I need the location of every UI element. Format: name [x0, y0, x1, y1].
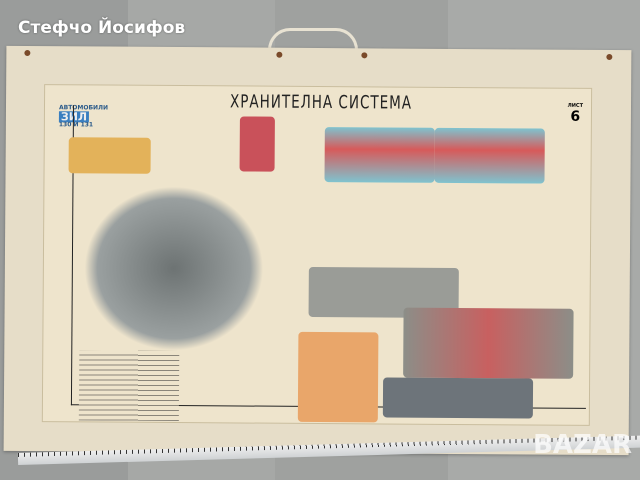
author-watermark: Стефчо Йосифов [18, 18, 186, 38]
engine-drawing [83, 185, 265, 352]
fuel-filter-drawing [239, 116, 275, 172]
eyelet [361, 52, 368, 59]
filter-cutaway [297, 331, 379, 423]
pump-drawing-1 [324, 127, 435, 183]
parts-legend [78, 350, 180, 422]
eyelet [276, 51, 283, 58]
pump-drawing-2 [434, 127, 545, 184]
muffler-drawing [382, 377, 534, 419]
eyelet [606, 54, 613, 61]
site-watermark: BAZAR [533, 430, 632, 460]
hanging-rope [268, 28, 358, 50]
filter-detail [68, 137, 151, 174]
eyelet [24, 49, 31, 56]
tank-cutaway [403, 307, 574, 379]
